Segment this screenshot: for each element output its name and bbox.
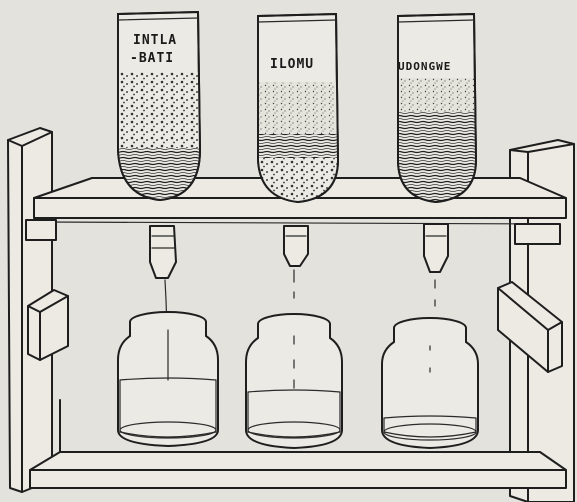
collection-jar-3 [382, 318, 478, 448]
bottle-label-udongwe: UDONGWE [398, 60, 451, 73]
filter-cap-2 [284, 226, 308, 266]
collection-jar-2 [246, 314, 342, 448]
filter-bottle-udongwe: UDONGWE [398, 14, 476, 202]
bottle-label-ilomu: ILOMU [270, 57, 314, 72]
filter-bottle-intlabati: INTLA -BATI [118, 12, 200, 200]
collection-jar-1 [118, 312, 218, 446]
filter-cap-1 [150, 226, 176, 278]
bottle-label-intlabati-line1: INTLA [133, 33, 177, 48]
bottle-label-intlabati-line2: -BATI [130, 51, 174, 66]
filter-bottle-ilomu: ILOMU [258, 14, 338, 202]
filter-cap-3 [424, 224, 448, 272]
